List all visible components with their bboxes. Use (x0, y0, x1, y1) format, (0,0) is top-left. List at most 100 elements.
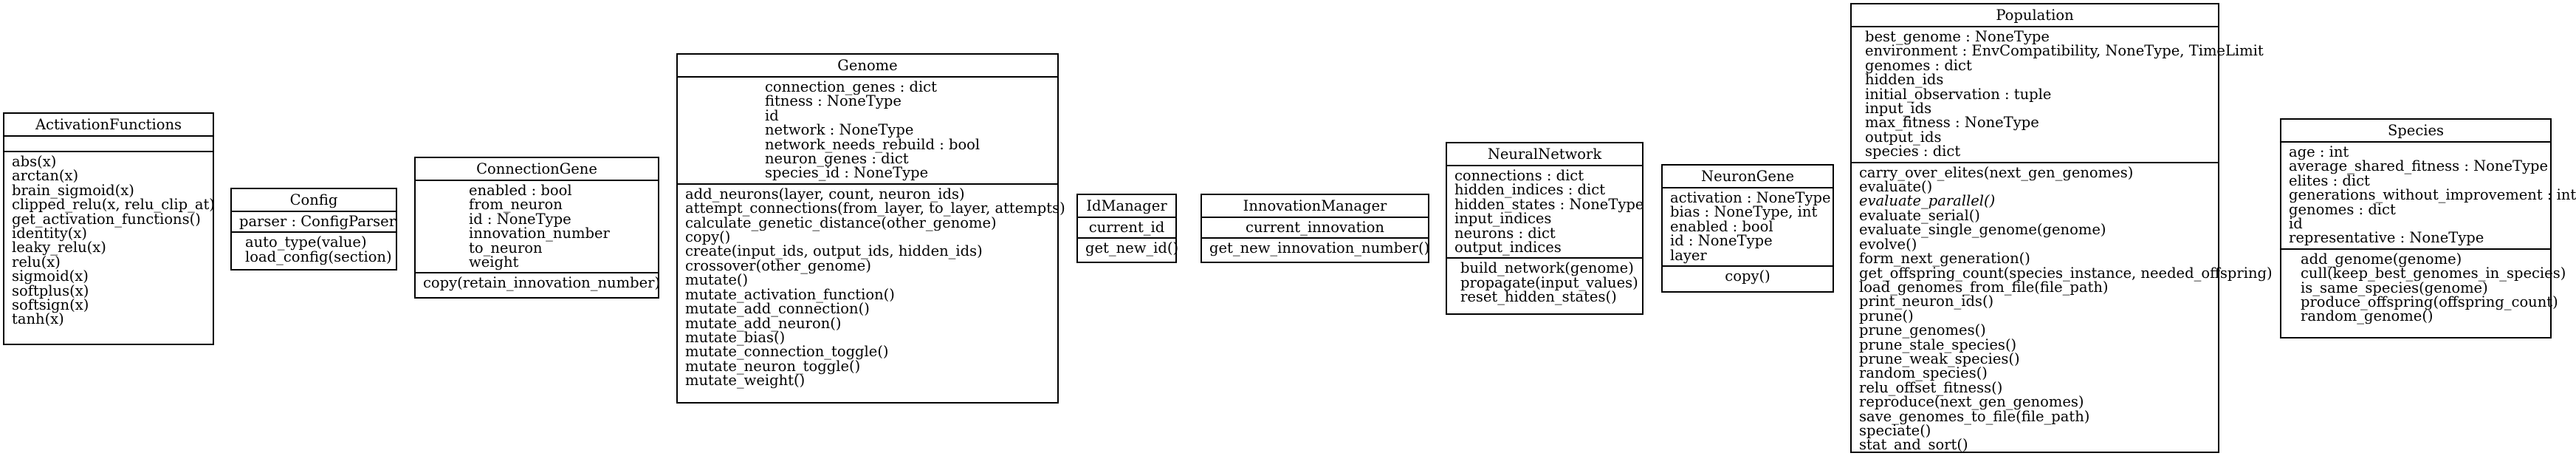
method-section: abs(x)arctan(x)brain_sigmoid(x)clipped_r… (4, 152, 215, 344)
attribute-line: to_neuron (469, 239, 543, 256)
method-section: add_genome(genome)cull(keep_best_genomes… (2281, 250, 2566, 337)
method-line: build_network(genome) (1460, 259, 1634, 277)
attribute-line: species : dict (1865, 143, 1961, 160)
method-line: get_new_id() (1085, 239, 1179, 257)
method-line: evaluate() (1859, 178, 1933, 196)
attribute-line: age : int (2289, 143, 2349, 160)
method-line: tanh(x) (12, 310, 64, 328)
attribute-line: genomes : dict (2289, 200, 2396, 218)
method-line: random_species() (1859, 364, 1988, 382)
method-line: relu_offset_fitness() (1859, 378, 2003, 396)
method-line: evaluate_serial() (1859, 206, 1980, 224)
method-line: reproduce(next_gen_genomes) (1859, 393, 2084, 411)
method-line: auto_type(value) (245, 234, 367, 251)
method-section: auto_type(value)load_config(section) (232, 233, 396, 269)
method-line: add_neurons(layer, count, neuron_ids) (685, 185, 965, 203)
method-line: save_genomes_to_file(file_path) (1859, 407, 2090, 425)
attribute-line: neurons : dict (1454, 224, 1556, 242)
attribute-line: connection_genes : dict (765, 78, 937, 95)
method-section: get_new_id() (1078, 239, 1179, 262)
method-line: speciate() (1859, 421, 1931, 439)
attribute-line: input_indices (1454, 210, 1552, 228)
method-line: get_activation_functions() (12, 210, 201, 228)
attribute-line: species_id : NoneType (765, 164, 929, 182)
method-line: mutate_add_connection() (685, 300, 870, 318)
method-line: mutate() (685, 271, 749, 289)
attribute-line: neuron_genes : dict (765, 150, 909, 168)
class-name: NeuralNetwork (1447, 143, 1642, 166)
attribute-line: environment : EnvCompatibility, NoneType… (1865, 42, 2264, 60)
method-line: mutate_add_neuron() (685, 314, 842, 332)
attribute-section: current_id (1078, 218, 1175, 239)
method-line: reset_hidden_states() (1460, 288, 1617, 306)
method-section: build_network(genome)propagate(input_val… (1447, 259, 1642, 313)
class-name: ConnectionGene (416, 158, 658, 181)
method-section: copy(retain_innovation_number) (416, 273, 660, 297)
method-line: evaluate_parallel() (1859, 192, 1996, 210)
method-line: relu(x) (12, 253, 61, 270)
method-line: prune_weak_species() (1859, 350, 2020, 367)
method-line: attempt_connections(from_layer, to_layer… (685, 200, 1065, 217)
method-section: add_neurons(layer, count, neuron_ids)att… (678, 185, 1065, 402)
attribute-line: weight (469, 253, 519, 271)
method-line: get_offspring_count(species_instance, ne… (1859, 264, 2273, 282)
attribute-line: innovation_number (469, 225, 610, 242)
attribute-line: fitness : NoneType (765, 92, 901, 110)
attribute-line: current_id (1088, 219, 1165, 236)
method-line: load_config(section) (245, 248, 392, 265)
method-line: stat_and_sort() (1859, 436, 1968, 454)
attribute-line: hidden_states : NoneType (1454, 195, 1644, 213)
attribute-line: id (765, 106, 779, 124)
class-name: NeuronGene (1663, 166, 1833, 188)
attribute-line: best_genome : NoneType (1865, 28, 2050, 45)
method-line: form_next_generation() (1859, 250, 2030, 268)
attribute-line: input_ids (1865, 100, 1932, 118)
class-name: Species (2281, 120, 2550, 143)
attribute-line: max_fitness : NoneType (1865, 114, 2039, 132)
attribute-line: bias : NoneType, int (1670, 203, 1818, 221)
method-line: mutate_weight() (685, 372, 806, 389)
class-name: InnovationManager (1202, 195, 1428, 218)
attribute-line: network : NoneType (765, 121, 914, 139)
attribute-line: output_indices (1454, 239, 1562, 256)
class-name: Genome (678, 55, 1057, 78)
attribute-line: parser : ConfigParser (239, 213, 396, 230)
method-line: abs(x) (12, 153, 57, 170)
method-line: cull(keep_best_genomes_in_species) (2301, 265, 2566, 282)
method-line: get_new_innovation_number() (1209, 239, 1430, 257)
method-line: mutate_activation_function() (685, 285, 895, 303)
method-line: leaky_relu(x) (12, 239, 106, 256)
method-line: is_same_species(genome) (2301, 279, 2488, 296)
method-line: arctan(x) (12, 167, 79, 185)
method-line: create(input_ids, output_ids, hidden_ids… (685, 242, 983, 260)
method-line: softsign(x) (12, 296, 89, 314)
method-section: copy() (1663, 267, 1833, 291)
attribute-line: genomes : dict (1865, 56, 1972, 74)
method-line: sigmoid(x) (12, 268, 89, 285)
attribute-line: average_shared_fitness : NoneType (2289, 157, 2549, 175)
attribute-section (4, 137, 213, 152)
attribute-line: generations_without_improvement : int (2289, 186, 2576, 204)
method-line: mutate_neuron_toggle() (685, 357, 861, 375)
method-line: clipped_relu(x, relu_clip_at) (12, 196, 215, 214)
method-line: crossover(other_genome) (685, 256, 871, 274)
method-section: carry_over_elites(next_gen_genomes)evalu… (1852, 163, 2273, 455)
attribute-line: enabled : bool (469, 182, 572, 199)
method-line: propagate(input_values) (1460, 273, 1638, 291)
attribute-line: id : NoneType (469, 210, 571, 228)
attribute-line: layer (1670, 246, 1707, 264)
method-line: produce_offspring(offspring_count) (2301, 293, 2558, 311)
method-line: evolve() (1859, 235, 1917, 253)
attribute-line: hidden_indices : dict (1454, 181, 1606, 199)
method-line: prune_stale_species() (1859, 336, 2017, 353)
method-line: add_genome(genome) (2301, 250, 2462, 268)
